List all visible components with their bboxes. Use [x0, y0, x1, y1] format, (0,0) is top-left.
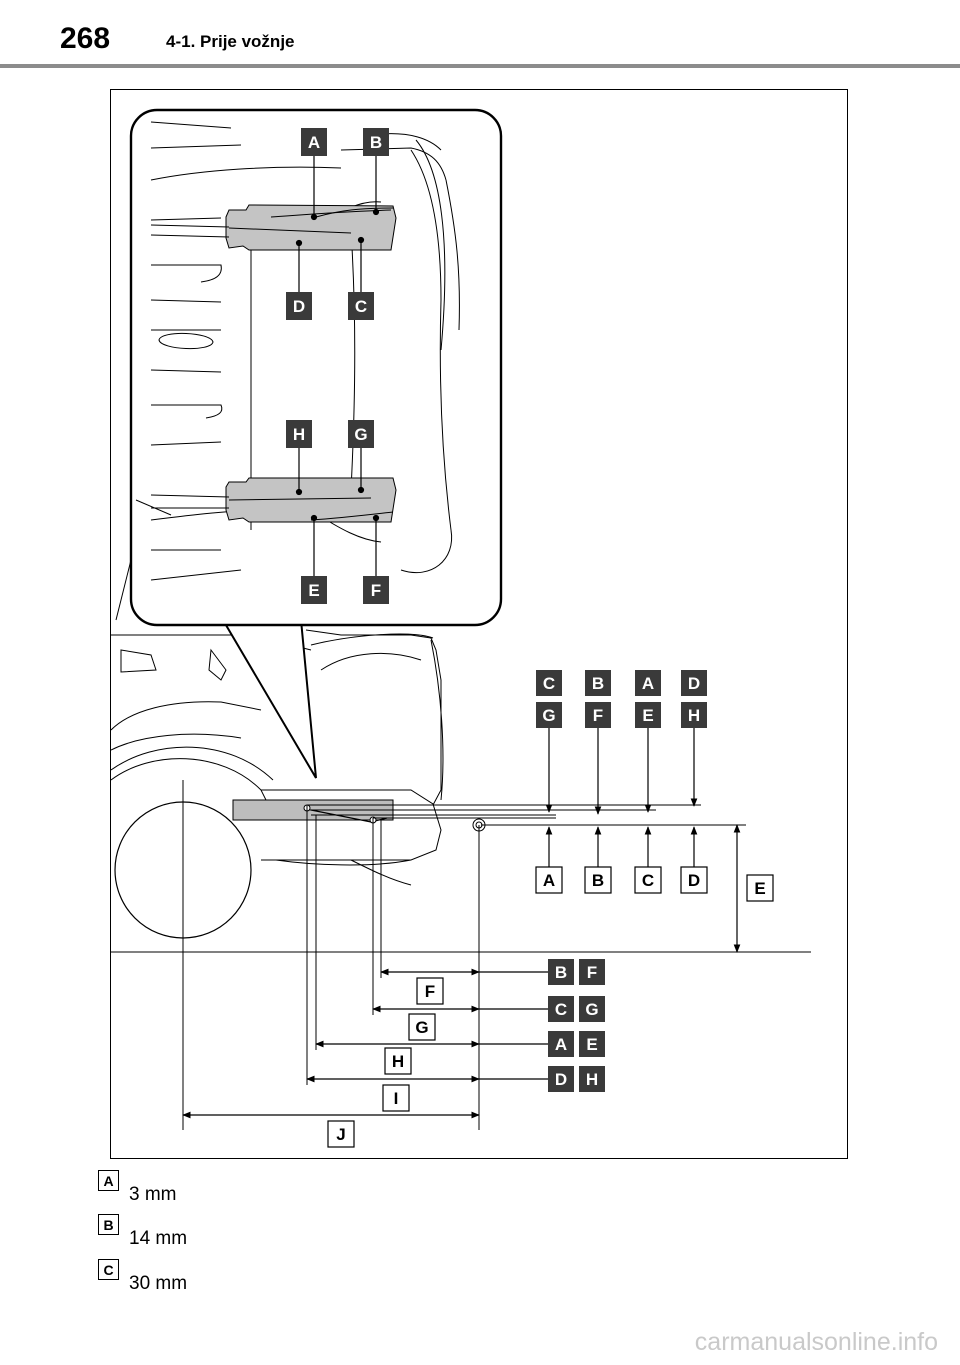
svg-text:G: G: [354, 425, 367, 444]
svg-text:A: A: [308, 133, 320, 152]
top-pair-labels: C G B F A E D H: [536, 670, 707, 728]
bottom-label-2: B: [584, 866, 612, 894]
legend-badge-c: C: [98, 1259, 119, 1280]
svg-text:A: A: [555, 1035, 567, 1054]
bottom-label-4: D: [680, 866, 708, 894]
svg-text:A: A: [543, 871, 555, 890]
svg-text:H: H: [586, 1070, 598, 1089]
height-label: E: [746, 874, 774, 902]
top-arrows: [545, 728, 698, 815]
legend-badge-b: B: [98, 1214, 119, 1235]
bottom-label-1: A: [535, 866, 563, 894]
svg-text:F: F: [587, 963, 597, 982]
svg-text:G: G: [542, 706, 555, 725]
svg-text:A: A: [642, 674, 654, 693]
right-pair-1-right: F: [579, 959, 605, 985]
reference-lines: [182, 780, 746, 1130]
zoom-label-bottom-left: E: [301, 576, 327, 604]
zoom-bubble: A B D C H G E F: [129, 108, 503, 627]
svg-text:H: H: [688, 706, 700, 725]
towing-hitch-diagram: A B D C H G E F C G B F A: [110, 89, 848, 1159]
bottom-arrows: [545, 826, 698, 867]
svg-text:B: B: [370, 133, 382, 152]
svg-text:H: H: [293, 425, 305, 444]
right-pair-3-left: A: [548, 1031, 574, 1057]
svg-text:D: D: [555, 1070, 567, 1089]
top-pair-2-lower: F: [585, 702, 611, 728]
page-number: 268: [60, 22, 111, 55]
zoom-label-mid-left: D: [286, 292, 312, 320]
top-pair-4-lower: H: [681, 702, 707, 728]
legend-value-b: 14 mm: [129, 1228, 188, 1249]
svg-text:E: E: [642, 706, 653, 725]
right-pair-2-right: G: [579, 996, 605, 1022]
svg-text:F: F: [425, 982, 435, 1001]
svg-text:C: C: [355, 297, 367, 316]
dimension-label-h: H: [384, 1047, 412, 1075]
top-pair-3-upper: A: [635, 670, 661, 696]
top-pair-2-upper: B: [585, 670, 611, 696]
legend-value-a: 3 mm: [129, 1184, 177, 1205]
svg-text:E: E: [586, 1035, 597, 1054]
svg-text:H: H: [392, 1052, 404, 1071]
svg-text:E: E: [754, 879, 765, 898]
svg-text:B: B: [555, 963, 567, 982]
svg-text:J: J: [336, 1125, 345, 1144]
zoom-label-low-right: G: [348, 420, 374, 448]
svg-text:F: F: [593, 706, 603, 725]
zoom-label-top-right: B: [363, 128, 389, 156]
dimension-label-g: G: [408, 1013, 436, 1041]
zoom-pointer: [222, 619, 317, 779]
dimension-label-f: F: [416, 977, 444, 1005]
right-pair-2-left: C: [548, 996, 574, 1022]
svg-text:D: D: [688, 674, 700, 693]
zoom-label-mid-right: C: [348, 292, 374, 320]
diagram-drawing: A B D C H G E F C G B F A: [111, 108, 811, 1148]
zoom-label-top-left: A: [301, 128, 327, 156]
watermark: carmanualsonline.info: [694, 1328, 938, 1356]
svg-text:C: C: [642, 871, 654, 890]
top-pair-3-lower: E: [635, 702, 661, 728]
right-pair-1-left: B: [548, 959, 574, 985]
dimension-labels: F G H I J: [327, 977, 444, 1148]
top-pair-1-lower: G: [536, 702, 562, 728]
right-pair-3-right: E: [579, 1031, 605, 1057]
zoom-label-low-left: H: [286, 420, 312, 448]
legend-item-b: B 14 mm: [98, 1214, 188, 1250]
svg-text:I: I: [394, 1089, 399, 1108]
right-pair-4-left: D: [548, 1066, 574, 1092]
zoom-label-bottom-right: F: [363, 576, 389, 604]
svg-text:D: D: [293, 297, 305, 316]
svg-text:C: C: [555, 1000, 567, 1019]
top-pair-1-upper: C: [536, 670, 562, 696]
svg-text:D: D: [688, 871, 700, 890]
right-pair-4-right: H: [579, 1066, 605, 1092]
bottom-labels: A B C D: [535, 866, 708, 894]
legend-value-c: 30 mm: [129, 1273, 188, 1294]
horizontal-dimensions: [182, 968, 548, 1119]
top-pair-4-upper: D: [681, 670, 707, 696]
dimension-label-i: I: [382, 1084, 410, 1112]
svg-text:B: B: [592, 871, 604, 890]
svg-text:E: E: [308, 581, 319, 600]
svg-text:C: C: [543, 674, 555, 693]
svg-text:B: B: [592, 674, 604, 693]
svg-text:G: G: [415, 1018, 428, 1037]
legend-item-a: A 3 mm: [98, 1170, 177, 1206]
right-pair-labels: B F C G A E D H: [548, 959, 605, 1092]
bottom-label-3: C: [634, 866, 662, 894]
section-title: 4-1. Prije vožnje: [166, 32, 295, 51]
dimension-label-j: J: [327, 1120, 355, 1148]
legend-item-c: C 30 mm: [98, 1259, 188, 1295]
legend-badge-a: A: [98, 1170, 119, 1191]
header-rule: [0, 64, 960, 68]
svg-text:G: G: [585, 1000, 598, 1019]
svg-text:F: F: [371, 581, 381, 600]
